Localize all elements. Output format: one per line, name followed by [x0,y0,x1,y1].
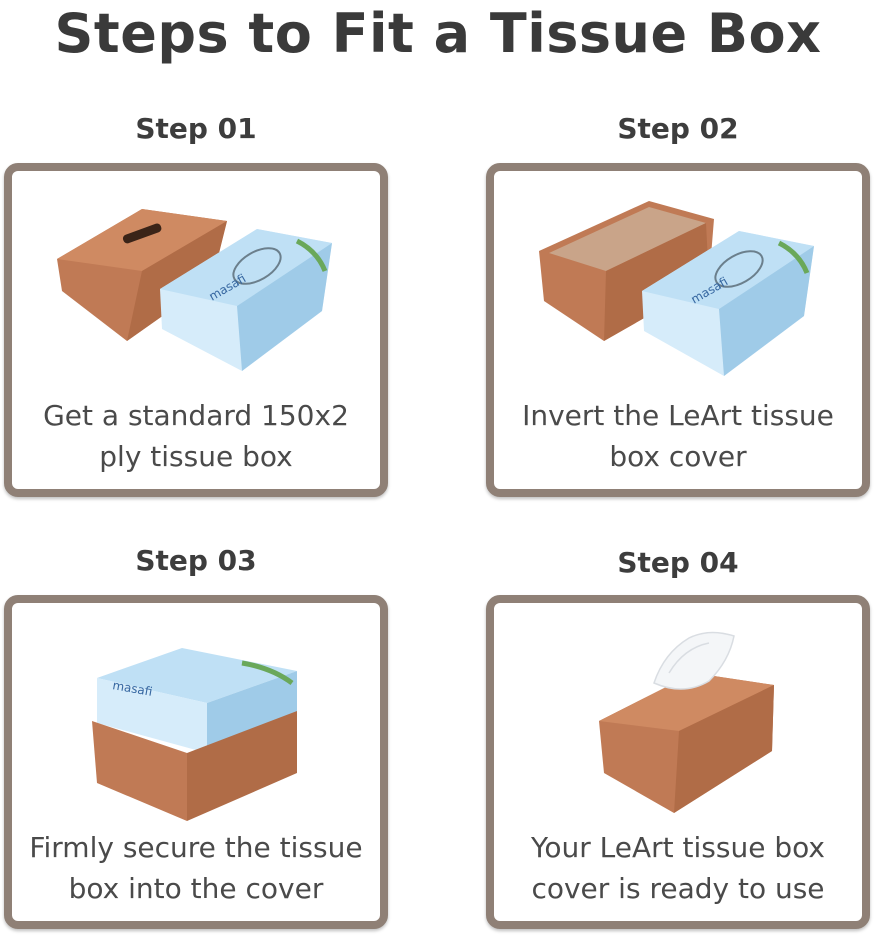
step-04-label: Step 04 [617,546,739,579]
step-04-card: Your LeArt tissue box cover is ready to … [486,595,870,929]
step-03-card: masafi Firmly secure the tissue box into… [4,595,388,929]
inverted-cover-and-box-illustration: masafi [539,201,814,376]
page-title: Steps to Fit a Tissue Box [54,2,822,65]
step-04-caption: Your LeArt tissue box cover is ready to … [531,831,825,905]
step-02-caption: Invert the LeArt tissue box cover [522,399,834,473]
finished-cover-illustration [599,631,774,813]
step-03-caption: Firmly secure the tissue box into the co… [29,831,363,905]
step-01-label: Step 01 [135,112,257,145]
svg-text:masafi: masafi [111,678,153,699]
step-02-label: Step 02 [617,112,739,145]
step-01-caption: Get a standard 150x2 ply tissue box [43,399,349,473]
step-01-card: masafi Get a standard 150x2 ply tissue b… [4,163,388,497]
step-02-card: masafi Invert the LeArt tissue box cover [486,163,870,497]
step-03-label: Step 03 [135,544,257,577]
tissue-box-and-cover-illustration: masafi [57,209,332,371]
box-inside-cover-illustration: masafi [92,648,297,821]
